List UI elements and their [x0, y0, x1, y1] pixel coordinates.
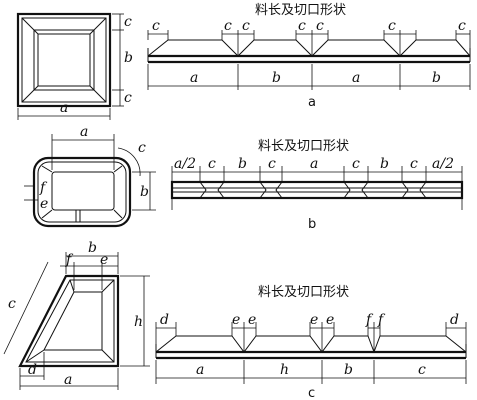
figure-b: a c b f e 料长及切口形状: [24, 124, 464, 232]
strip-b-drawing: a/2 c b c a c b c a/2: [170, 156, 464, 210]
label-b: b: [124, 50, 133, 66]
cut-label: c: [242, 18, 250, 34]
segment-label: c: [418, 362, 426, 378]
label-h: h: [134, 314, 143, 330]
segment-label: h: [280, 362, 289, 378]
rounded-frame-drawing: a c b f e: [24, 124, 156, 228]
segment-label: b: [432, 70, 441, 86]
square-frame-drawing: c b c a: [16, 12, 133, 120]
top-label: c: [268, 156, 276, 172]
cut-label: c: [316, 18, 324, 34]
trapezoid-frame-drawing: b f e c h d a: [3, 240, 150, 390]
cut-label: d: [160, 312, 169, 328]
segment-label: b: [272, 70, 281, 86]
cut-label: e: [326, 312, 334, 328]
segment-label: a: [190, 70, 198, 86]
label-e: e: [100, 252, 108, 268]
cut-label: c: [458, 18, 466, 34]
caption-a: a: [308, 95, 316, 110]
label-c-bottom: c: [124, 90, 132, 106]
cut-label: f: [377, 312, 386, 328]
cut-label: e: [232, 312, 240, 328]
label-c-top: c: [124, 14, 132, 30]
figure-c: b f e c h d a 料长及切口形状: [3, 240, 467, 400]
label-f: f: [39, 180, 48, 196]
top-label: c: [208, 156, 216, 172]
cut-label: e: [310, 312, 318, 328]
cut-label: c: [224, 18, 232, 34]
strip-a-drawing: c c c c c c c a b a b: [147, 18, 471, 90]
top-label: b: [238, 156, 247, 172]
top-label: b: [380, 156, 389, 172]
top-label: a: [310, 156, 318, 172]
label-c: c: [138, 140, 146, 156]
cut-label: e: [248, 312, 256, 328]
segment-label: a: [352, 70, 360, 86]
segment-label: b: [344, 362, 353, 378]
top-label: c: [410, 156, 418, 172]
caption-b: b: [308, 217, 316, 232]
cut-label: c: [388, 18, 396, 34]
top-label: a/2: [432, 156, 454, 172]
cut-label: d: [450, 312, 459, 328]
title-c: 料长及切口形状: [258, 285, 349, 300]
title-b: 料长及切口形状: [258, 139, 349, 154]
label-e: e: [40, 196, 48, 212]
label-a: a: [80, 124, 88, 140]
label-a: a: [60, 100, 68, 116]
label-b: b: [88, 240, 97, 256]
figure-a: c b c a 料长及切口形状: [16, 3, 471, 120]
label-c: c: [8, 296, 16, 312]
cut-label: f: [365, 312, 374, 328]
top-label: a/2: [174, 156, 196, 172]
label-a: a: [64, 372, 72, 388]
label-f: f: [65, 252, 74, 268]
segment-label: a: [196, 362, 204, 378]
cut-label: c: [298, 18, 306, 34]
label-d: d: [28, 362, 37, 378]
cut-label: c: [152, 18, 160, 34]
top-label: c: [352, 156, 360, 172]
label-b: b: [140, 184, 149, 200]
strip-c-drawing: d e e e e f f d a h b c: [155, 312, 467, 384]
caption-c: c: [308, 386, 315, 400]
title-a: 料长及切口形状: [255, 3, 346, 18]
